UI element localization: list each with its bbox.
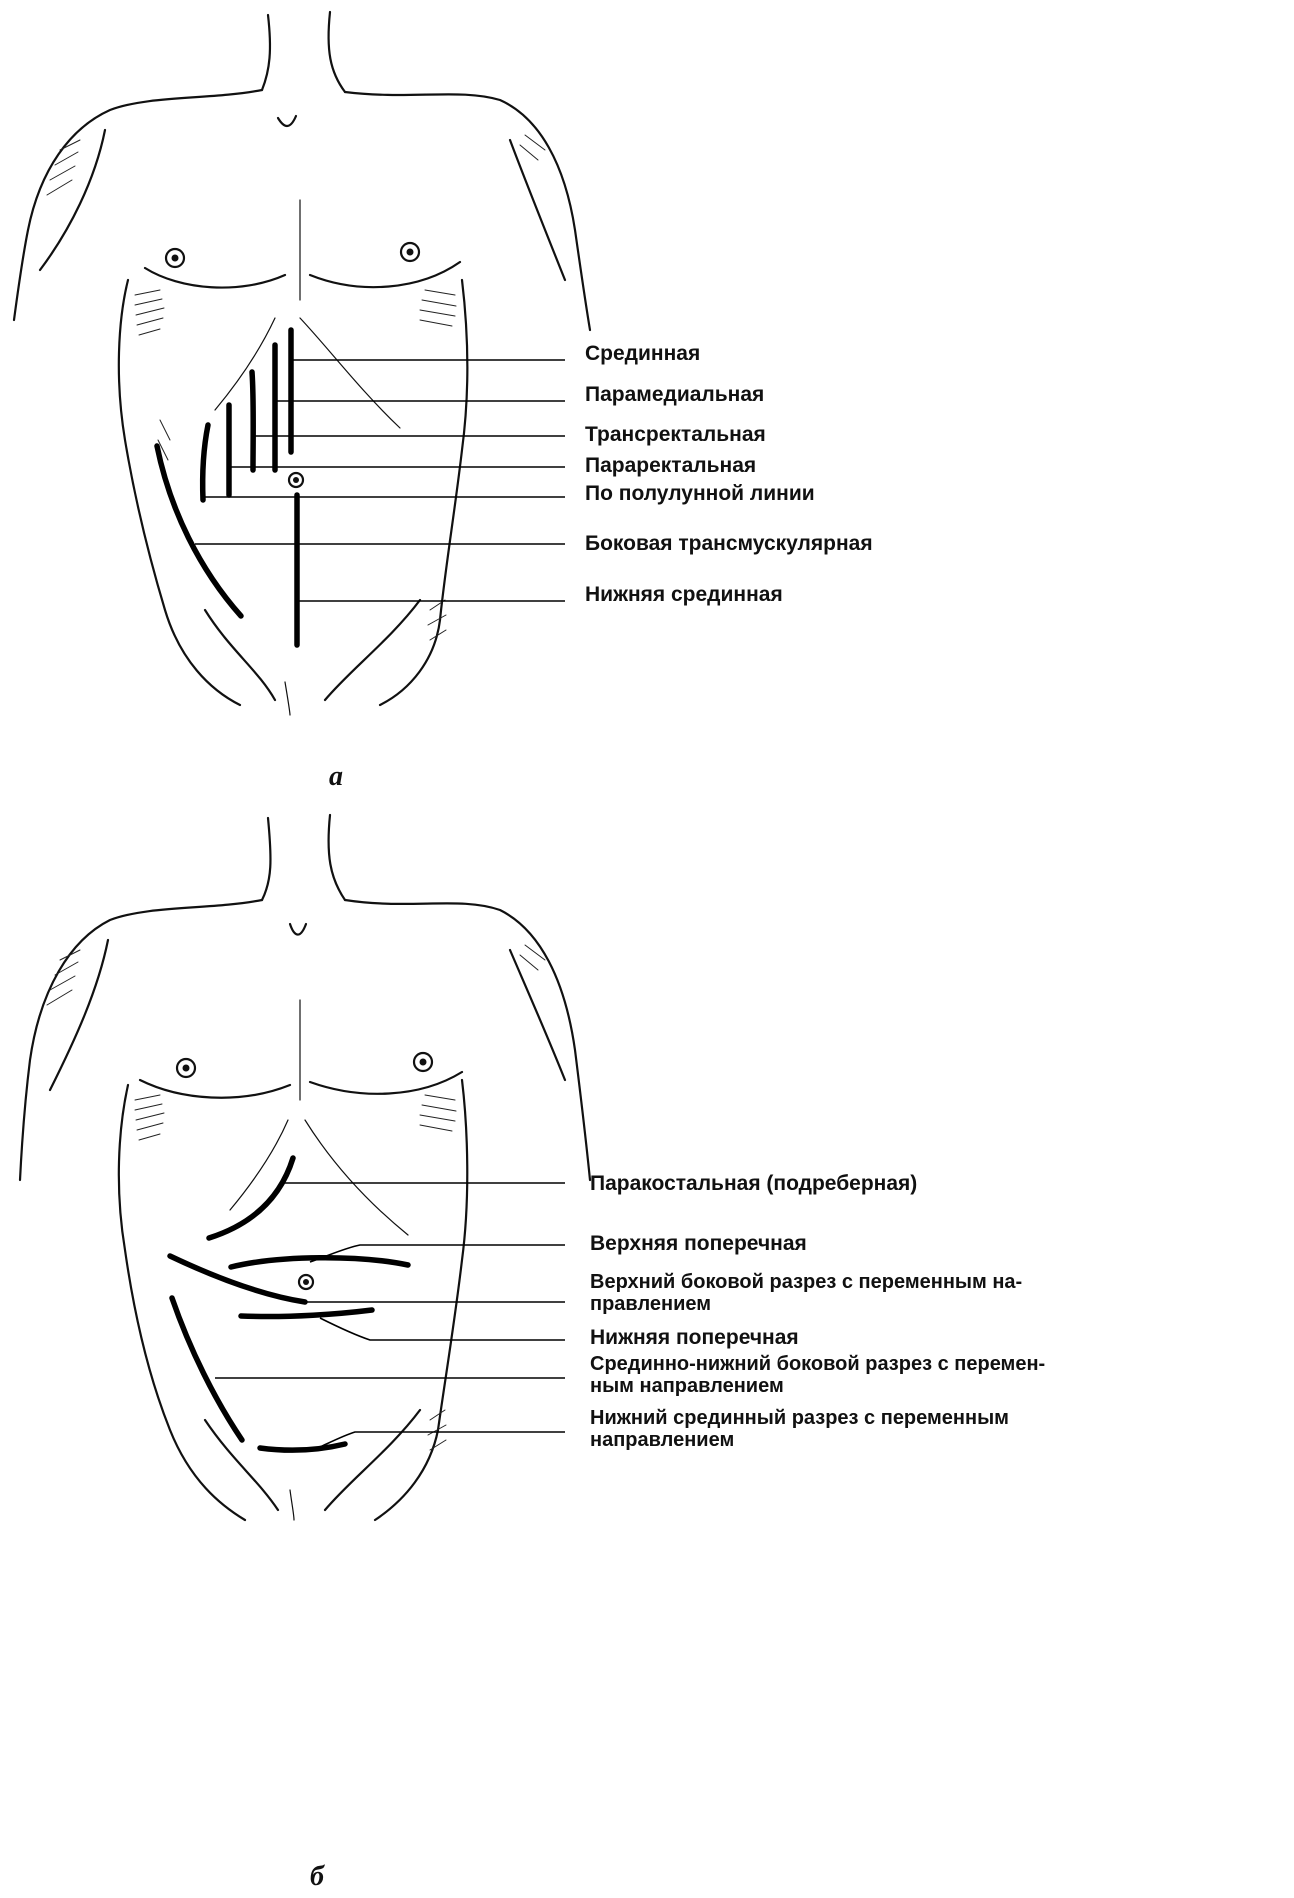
- labels-b: Паракостальная (подреберная) Верхняя поп…: [590, 1172, 1045, 1451]
- label-lower-median-variable-line1: Нижний срединный разрез с переменным: [590, 1407, 1009, 1429]
- label-lower-median-variable-line2: направлением: [590, 1429, 734, 1451]
- incision-transrectal: [252, 372, 253, 470]
- labels-a: Срединная Парамедиальная Трансректальная…: [585, 342, 873, 606]
- label-median-lower-lateral-line2: ным направлением: [590, 1375, 784, 1397]
- incision-lower-median-variable: [260, 1444, 345, 1450]
- panel-a: Срединная Парамедиальная Трансректальная…: [14, 12, 873, 792]
- label-lateral-transmuscular: Боковая трансмускулярная: [585, 532, 873, 555]
- incisions-a: [157, 330, 297, 645]
- incision-paracostal: [209, 1158, 293, 1238]
- label-lower-median: Нижняя срединная: [585, 583, 783, 606]
- label-transrectal: Трансректальная: [585, 423, 766, 446]
- label-median-lower-lateral-line1: Срединно-нижний боковой разрез с перемен…: [590, 1353, 1045, 1375]
- torso-outline-b: [20, 815, 590, 1520]
- caption-a: а: [329, 761, 343, 792]
- incision-semilunar: [203, 425, 208, 500]
- panel-b: Паракостальная (подреберная) Верхняя поп…: [20, 815, 1045, 1892]
- torso-outline-a: [14, 12, 590, 715]
- label-paracostal: Паракостальная (подреберная): [590, 1172, 917, 1195]
- label-upper-lateral-variable-line1: Верхний боковой разрез с переменным на-: [590, 1271, 1022, 1293]
- label-lower-transverse: Нижняя поперечная: [590, 1326, 799, 1349]
- label-median: Срединная: [585, 342, 700, 365]
- label-upper-lateral-variable-line2: правлением: [590, 1293, 711, 1315]
- incisions-b: [170, 1158, 408, 1450]
- label-semilunar: По полулунной линии: [585, 482, 815, 505]
- label-paramedian: Парамедиальная: [585, 383, 764, 406]
- label-pararectal: Параректальная: [585, 454, 756, 477]
- incision-median-lower-lateral: [172, 1298, 242, 1440]
- caption-b: б: [310, 1861, 325, 1892]
- label-upper-transverse: Верхняя поперечная: [590, 1232, 807, 1255]
- incision-lower-transverse: [241, 1310, 372, 1317]
